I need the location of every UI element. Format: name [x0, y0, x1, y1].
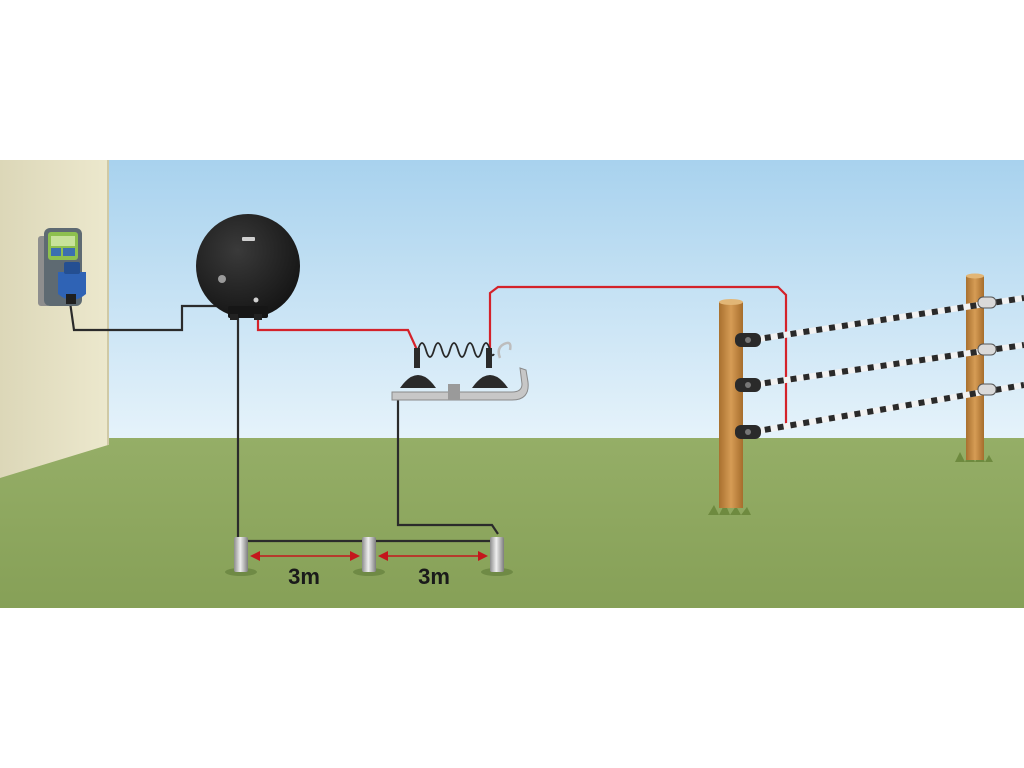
live-lead-to-diverter: [256, 312, 420, 353]
insulator: [977, 383, 997, 396]
diverter-coil: [417, 342, 495, 358]
earth-wiring: [68, 301, 499, 543]
earth-rod: [225, 537, 257, 576]
energizer-badge: [242, 237, 255, 241]
grass-field: [0, 438, 1024, 608]
earth-rod: [481, 537, 513, 576]
power-socket-icon: [38, 228, 86, 306]
insulator: [977, 343, 997, 356]
insulator: [977, 296, 997, 309]
sky: [0, 160, 1024, 450]
mains-cable: [68, 301, 232, 332]
live-wiring: [256, 285, 788, 428]
live-lead-to-fence: [488, 285, 788, 428]
fence-post-back: [955, 273, 993, 462]
dimension-arrow: [250, 551, 360, 561]
earth-rod: [353, 537, 385, 576]
dimension-arrow: [378, 551, 488, 561]
spacing-label-1: 3m: [288, 564, 320, 589]
background: [0, 160, 1024, 608]
insulator: [735, 425, 761, 439]
insulator: [735, 333, 761, 347]
energizer-unit: [196, 214, 300, 320]
lightning-diverter: [391, 341, 529, 401]
insulators: [735, 296, 997, 439]
earth-rods: [225, 537, 513, 576]
house-wall: [0, 160, 108, 478]
spacing-dimensions: [250, 551, 488, 561]
spacing-label-2: 3m: [418, 564, 450, 589]
insulator: [735, 378, 761, 392]
energizer-indicator-light: [218, 275, 226, 283]
diverter-earth-lead: [396, 400, 499, 535]
